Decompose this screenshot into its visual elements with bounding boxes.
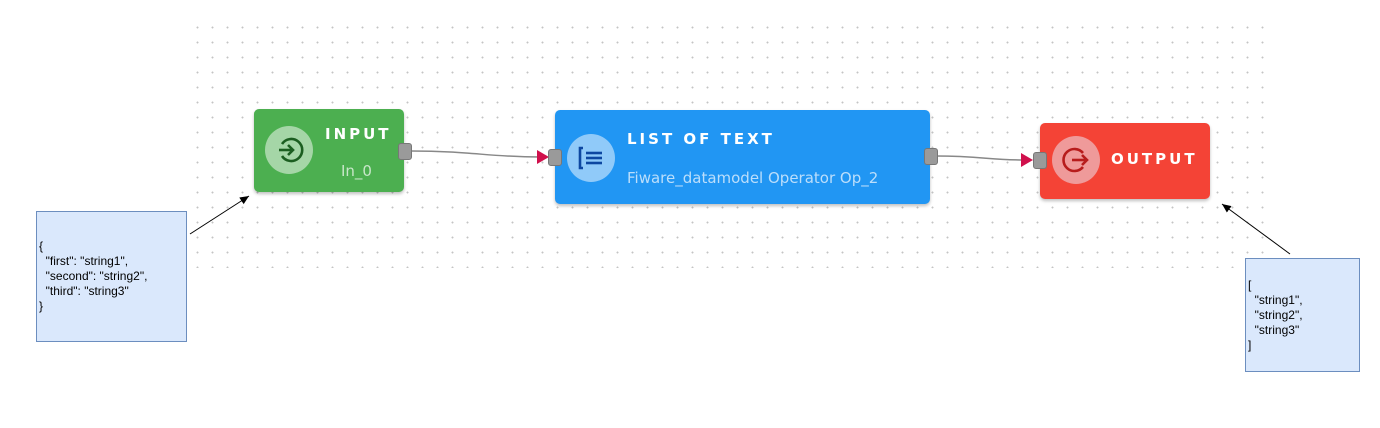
list-of-text-node[interactable]: LIST OF TEXT Fiware_datamodel Operator O…: [555, 110, 930, 204]
note-arrow-output: [1221, 203, 1291, 255]
output-example-note: [ "string1", "string2", "string3" ]: [1245, 258, 1360, 372]
input-port[interactable]: [548, 149, 562, 166]
node-subtitle: Fiware_datamodel Operator Op_2: [627, 169, 879, 187]
node-title: LIST OF TEXT: [627, 130, 775, 148]
logout-icon: [1052, 136, 1100, 184]
input-example-note: { "first": "string1", "second": "string2…: [36, 211, 187, 342]
node-title: INPUT: [325, 125, 392, 143]
input-port[interactable]: [1033, 152, 1047, 169]
output-node[interactable]: OUTPUT: [1040, 123, 1210, 199]
list-icon: [567, 134, 615, 182]
output-port[interactable]: [398, 143, 412, 160]
connector-arrowhead: [1021, 153, 1033, 167]
connector-arrowhead: [537, 150, 549, 164]
input-node[interactable]: INPUT In_0: [254, 109, 404, 192]
note-arrow-input: [189, 195, 250, 235]
login-icon: [265, 126, 313, 174]
node-subtitle: In_0: [341, 162, 372, 180]
connector-list-to-output: [935, 155, 1025, 161]
connector-input-to-list: [410, 150, 541, 158]
output-port[interactable]: [924, 148, 938, 165]
node-title: OUTPUT: [1111, 150, 1198, 168]
